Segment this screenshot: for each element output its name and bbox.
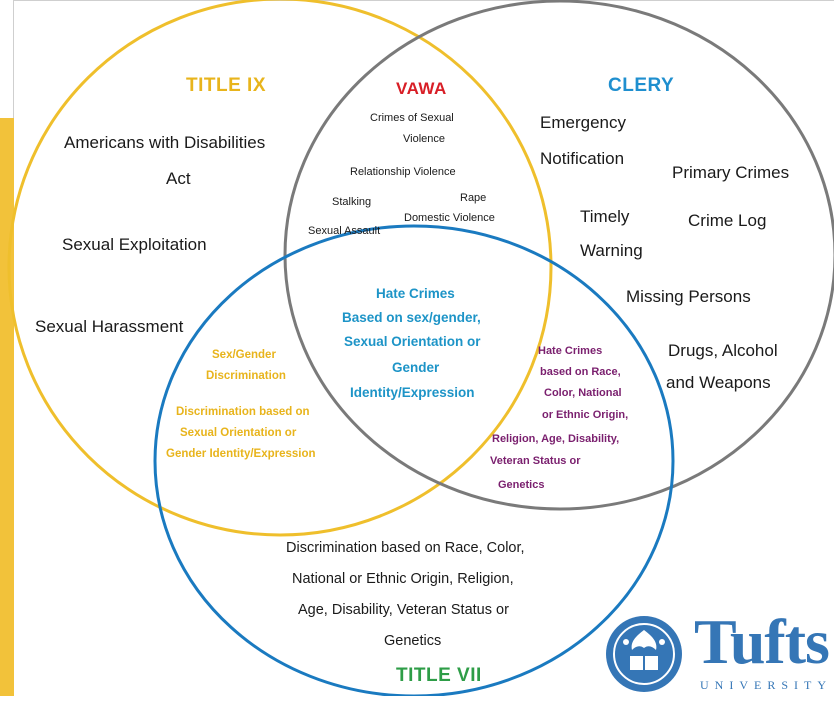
ix-vii-orientation-line3: Gender Identity/Expression: [166, 448, 316, 460]
vawa-crimes-line2: Violence: [403, 133, 445, 145]
center-hate-crimes-line3: Sexual Orientation or: [344, 334, 481, 349]
tufts-logo: Tufts UNIVERSITY: [596, 606, 834, 696]
vawa-crimes-line1: Crimes of Sexual: [370, 112, 454, 124]
frame-top-line: [14, 0, 834, 1]
sexual-harassment-label: Sexual Harassment: [35, 317, 184, 336]
clery-timely-line1: Timely: [580, 207, 630, 226]
clery-emergency-line2: Notification: [540, 149, 625, 168]
ix-vii-orientation-line2: Sexual Orientation or: [180, 427, 297, 439]
vawa-heading: VAWA: [396, 79, 447, 98]
frame-left-line: [13, 0, 14, 118]
tufts-university-subtitle: UNIVERSITY: [700, 678, 832, 692]
ada-label-line2: Act: [166, 169, 191, 188]
tufts-wordmark: Tufts: [694, 606, 830, 677]
clery-vii-line1: Hate Crimes: [538, 345, 603, 357]
clery-timely-line2: Warning: [580, 241, 643, 260]
clery-drugs-line2: and Weapons: [666, 373, 771, 392]
ix-vii-sexgender-line2: Discrimination: [206, 370, 286, 382]
ix-vii-orientation-line1: Discrimination based on: [176, 406, 310, 418]
clery-emergency-line1: Emergency: [540, 113, 626, 132]
title-ix-heading: TITLE IX: [186, 75, 266, 96]
title-vii-heading: TITLE VII: [396, 665, 482, 686]
clery-drugs-line1: Drugs, Alcohol: [668, 341, 778, 360]
center-hate-crimes-line2: Based on sex/gender,: [342, 310, 481, 325]
title-vii-circle: [153, 224, 675, 696]
clery-vii-line3: Color, National: [544, 387, 622, 399]
clery-vii-line7: Genetics: [498, 479, 545, 491]
clery-vii-line4: or Ethnic Origin,: [542, 409, 629, 421]
vawa-stalking: Stalking: [332, 196, 372, 208]
clery-vii-line2: based on Race,: [540, 366, 621, 378]
vawa-domestic-violence: Domestic Violence: [404, 212, 495, 224]
clery-primary-crimes: Primary Crimes: [672, 163, 790, 182]
title-ix-circle: [7, 0, 553, 537]
title-vii-line3: Age, Disability, Veteran Status or: [298, 602, 509, 618]
clery-heading: CLERY: [608, 75, 675, 96]
vawa-relationship-violence: Relationship Violence: [350, 166, 456, 178]
center-hate-crimes-line5: Identity/Expression: [350, 385, 475, 400]
clery-vii-line6: Veteran Status or: [490, 455, 581, 467]
clery-crime-log: Crime Log: [688, 211, 767, 230]
sexual-exploitation-label: Sexual Exploitation: [62, 235, 207, 254]
center-hate-crimes-line4: Gender: [392, 360, 440, 375]
title-vii-line1: Discrimination based on Race, Color,: [286, 540, 525, 556]
vawa-sexual-assault: Sexual Assault: [308, 225, 381, 237]
clery-circle: [283, 0, 834, 511]
vawa-rape: Rape: [460, 192, 487, 204]
clery-missing-persons: Missing Persons: [626, 287, 751, 306]
clery-vii-line5: Religion, Age, Disability,: [492, 433, 620, 445]
ada-label-line1: Americans with Disabilities: [64, 133, 266, 152]
center-hate-crimes-line1: Hate Crimes: [376, 286, 455, 301]
title-vii-line2: National or Ethnic Origin, Religion,: [292, 571, 514, 587]
title-vii-line4: Genetics: [384, 633, 442, 649]
ix-vii-sexgender-line1: Sex/Gender: [212, 349, 276, 361]
tufts-seal-icon: [606, 616, 682, 692]
